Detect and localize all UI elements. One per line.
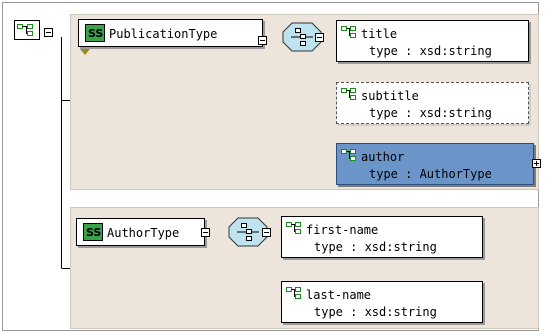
element-icon (341, 87, 357, 104)
element-icon (341, 25, 357, 42)
complex-type-label: PublicationType (109, 27, 218, 41)
complex-type-icon: SS (85, 24, 105, 45)
svg-text:SS: SS (86, 226, 101, 239)
element-type: type : xsd:string (369, 106, 492, 120)
element-box-title[interactable]: title type : xsd:string (336, 20, 529, 62)
sequence-compositor-icon[interactable] (282, 22, 322, 55)
element-type: type : xsd:string (369, 44, 492, 58)
complex-type-icon: SS (83, 223, 103, 244)
collapse-icon[interactable] (258, 36, 267, 45)
complex-type-label: AuthorType (107, 226, 180, 240)
collapse-icon[interactable] (315, 33, 324, 42)
element-type: type : AuthorType (369, 167, 492, 181)
element-name: subtitle (361, 89, 419, 103)
collapse-icon[interactable] (201, 228, 210, 237)
element-name: title (361, 27, 398, 41)
element-icon (286, 221, 302, 238)
element-name: first-name (306, 223, 379, 237)
collapse-icon[interactable] (262, 228, 271, 237)
element-icon (341, 148, 357, 165)
type-dropdown-icon[interactable] (80, 49, 90, 55)
element-box-first-name[interactable]: first-name type : xsd:string (281, 216, 483, 258)
element-name: last-name (306, 288, 372, 302)
element-name: author (361, 150, 405, 164)
element-tree-icon[interactable] (14, 20, 40, 43)
complex-type-box[interactable]: SS PublicationType (78, 19, 263, 47)
sequence-compositor-icon[interactable] (228, 217, 268, 250)
expand-icon[interactable] (532, 159, 541, 168)
element-box-last-name[interactable]: last-name type : xsd:string (281, 281, 483, 323)
svg-text:SS: SS (88, 27, 103, 40)
collapse-icon[interactable] (44, 28, 53, 37)
element-type: type : xsd:string (314, 305, 437, 319)
element-box-author[interactable]: author type : AuthorType (336, 143, 534, 185)
element-icon (286, 286, 302, 303)
element-box-subtitle[interactable]: subtitle type : xsd:string (336, 82, 529, 124)
complex-type-box[interactable]: SS AuthorType (76, 218, 205, 246)
element-type: type : xsd:string (314, 240, 437, 254)
